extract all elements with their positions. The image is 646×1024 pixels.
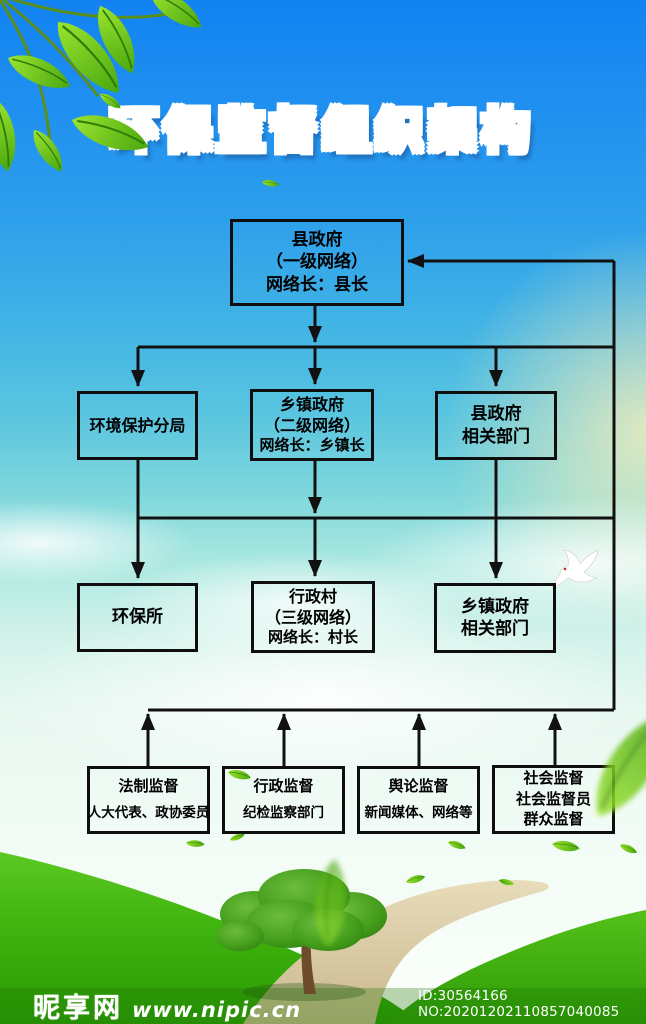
node-media-supervision: 舆论监督 新闻媒体、网络等 <box>357 766 480 834</box>
leaf-icon <box>446 837 467 853</box>
watermark: 昵享网 www.nipic.cn <box>33 986 301 1024</box>
node-line: 新闻媒体、网络等 <box>364 805 473 822</box>
node-line: 环境保护分局 <box>89 415 186 435</box>
node-line: 纪检监察部门 <box>243 805 324 822</box>
foreground-grass-strip <box>0 988 646 1024</box>
node-line: （一级网络） <box>266 252 368 273</box>
node-line: 网络长：村长 <box>267 628 358 647</box>
node-line: 相关部门 <box>462 426 530 447</box>
leaf-icon <box>261 177 281 189</box>
watermark-serial: ID:30564166 NO:20201202110857040085 <box>418 988 620 1020</box>
node-line: 环保所 <box>112 607 163 628</box>
leaf-icon <box>404 873 427 885</box>
right-hill <box>388 910 646 1024</box>
node-admin-village: 行政村 （三级网络） 网络长：村长 <box>251 581 375 653</box>
node-line: 网络长：乡镇长 <box>259 436 365 455</box>
node-line: 县政府 <box>470 404 522 425</box>
node-town-gov: 乡镇政府 （二级网络） 网络长：乡镇长 <box>250 389 374 461</box>
watermark-url: www.nipic.cn <box>132 998 302 1022</box>
leaf-icon <box>66 101 155 165</box>
poster-title: 环保监督组织架构 <box>111 92 535 161</box>
leaf-icon <box>97 89 124 113</box>
leaf-icon <box>498 876 515 888</box>
node-county-gov: 县政府 （一级网络） 网络长：县长 <box>230 219 404 306</box>
leaf-icon <box>144 0 208 39</box>
leaf-branch-top-left <box>0 0 208 178</box>
node-line: 社会监督 <box>523 768 584 787</box>
leaf-icon <box>228 832 246 843</box>
node-line: （二级网络） <box>263 416 360 436</box>
node-line: 人大代表、政协委员 <box>87 805 210 822</box>
dirt-path <box>243 880 549 1024</box>
leaf-icon <box>550 837 581 855</box>
leaf-icon <box>185 838 206 849</box>
node-admin-supervision: 行政监督 纪检监察部门 <box>222 766 345 834</box>
node-line: 行政村 <box>288 586 337 606</box>
node-line: 乡镇政府 <box>279 394 344 414</box>
blurred-leaf-mid <box>306 855 355 949</box>
node-line: 法制监督 <box>118 776 179 795</box>
node-line: 群众监督 <box>523 810 584 829</box>
node-line: 县政府 <box>291 229 343 250</box>
node-line: 网络长：县长 <box>266 274 368 295</box>
node-line: 相关部门 <box>461 619 529 639</box>
node-line: （三级网络） <box>264 608 361 628</box>
leaf-icon <box>2 43 76 101</box>
node-county-depts: 县政府 相关部门 <box>435 391 557 460</box>
node-legal-supervision: 法制监督 人大代表、政协委员 <box>87 766 210 834</box>
node-env-bureau: 环境保护分局 <box>77 391 198 460</box>
node-town-depts: 乡镇政府 相关部门 <box>434 583 556 653</box>
blurred-leaf-swoosh <box>574 700 646 828</box>
leaf-icon <box>226 766 253 784</box>
node-line: 乡镇政府 <box>461 596 529 617</box>
node-line: 舆论监督 <box>388 776 449 795</box>
leaf-icon <box>618 840 639 857</box>
dove-icon <box>551 549 599 589</box>
leaf-icon <box>0 95 19 174</box>
watermark-site-name: 昵享网 <box>33 993 123 1024</box>
node-epa-station: 环保所 <box>77 583 198 652</box>
node-line: 社会监督员 <box>515 789 591 808</box>
node-line: 行政监督 <box>253 776 314 795</box>
